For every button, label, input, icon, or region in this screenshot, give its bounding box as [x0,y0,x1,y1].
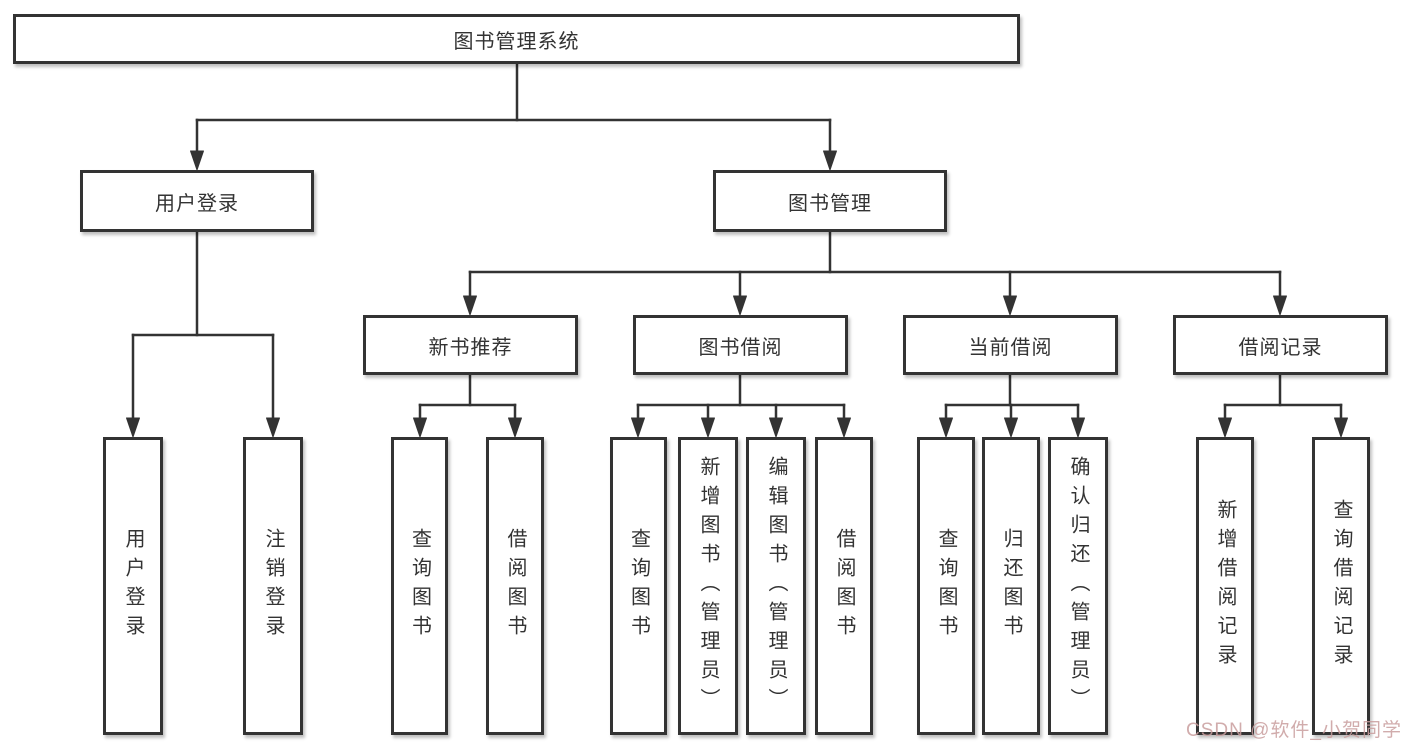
node-current-borrow: 当前借阅 [903,315,1118,375]
connector-current-borrow-split [939,373,1085,438]
leaf-bb-query-books: 查询图书 [610,437,667,735]
connector-book-mgmt-split [463,230,1287,316]
leaf-logout: 注销登录 [243,437,303,735]
connector-borrow-records-split [1218,373,1348,438]
leaf-bb-add-books-admin: 新增图书（管理员） [678,437,738,735]
connector-user-login-split [126,230,280,438]
node-user-login: 用户登录 [80,170,314,232]
leaf-cb-confirm-return-admin: 确认归还（管理员） [1048,437,1108,735]
node-root: 图书管理系统 [13,14,1020,64]
connector-root-split [190,62,837,171]
node-book-mgmt: 图书管理 [713,170,947,232]
leaf-nb-borrow-books: 借阅图书 [486,437,544,735]
connector-book-borrow-split [631,373,851,438]
connector-new-book-split [413,373,522,438]
node-book-borrow: 图书借阅 [633,315,848,375]
node-borrow-records: 借阅记录 [1173,315,1388,375]
leaf-bb-borrow-books: 借阅图书 [815,437,873,735]
leaf-br-query-record: 查询借阅记录 [1312,437,1370,735]
leaf-cb-query-books: 查询图书 [917,437,975,735]
leaf-bb-edit-books-admin: 编辑图书（管理员） [746,437,806,735]
watermark: CSDN @软件_小贺同学 [1186,720,1402,741]
leaf-cb-return-books: 归还图书 [982,437,1040,735]
node-new-book-recommend: 新书推荐 [363,315,578,375]
leaf-user-login: 用户登录 [103,437,163,735]
leaf-br-add-record: 新增借阅记录 [1196,437,1254,735]
leaf-nb-query-books: 查询图书 [391,437,448,735]
